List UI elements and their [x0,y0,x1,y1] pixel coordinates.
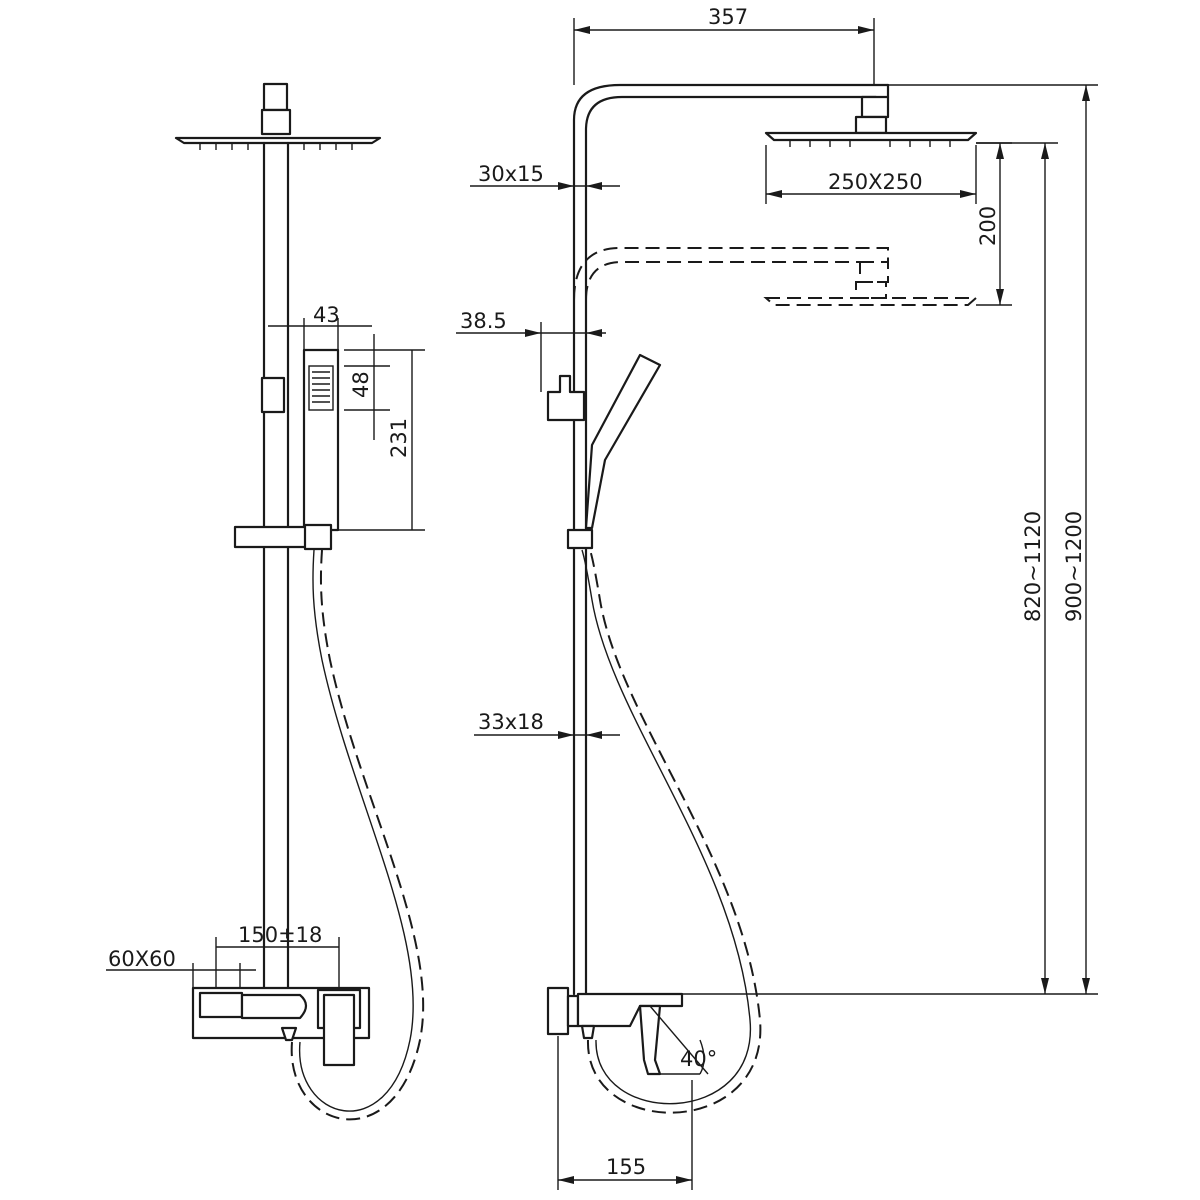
mixer-lever [322,993,356,1067]
lowered-connector [859,261,889,283]
hand-shower-face [308,365,334,411]
dim-text-200: 200 [976,206,1000,246]
shower-arm-outer [572,83,890,996]
head-side-nozzles [789,141,951,147]
dim-text-155: 155 [606,1155,646,1179]
dim-155: 155 [557,1036,693,1190]
side-hose-inner [581,549,751,1105]
head-side-plate [764,131,978,142]
lowered-joint [855,281,887,299]
dim-60x60: 60X60 [106,947,256,988]
hose [290,549,425,1121]
head-swivel [260,108,292,136]
head-ball-joint [854,115,888,135]
dim-357: 357 [573,5,875,85]
dim-text-820-1120: 820~1120 [1021,511,1045,622]
dim-48: 48 [344,334,390,440]
dim-text-231: 231 [387,418,411,458]
dim-200: 200 [976,142,1012,306]
side-escutcheon [546,986,570,1036]
angle-arc [699,1039,705,1075]
hose-inner [299,549,414,1112]
side-wall-nut [566,994,580,1028]
angle-ray-1 [649,1005,709,1075]
dim-text-150: 150±18 [238,923,322,947]
side-mixer-body [576,992,684,1028]
shower-arm-inner [584,95,878,996]
dim-43: 43 [268,303,372,350]
dim-text-33x18: 33x18 [478,710,544,734]
mixer-body [240,993,308,1020]
side-holder [546,374,586,422]
side-slider [566,528,594,550]
dim-text-60x60: 60X60 [108,947,176,971]
dim-30x15: 30x15 [470,162,620,190]
dim-text-38-5: 38.5 [460,309,507,333]
hose-nut [303,523,333,551]
hand-shower-nozzles [312,371,330,403]
head-nozzles [199,144,353,150]
dim-231: 231 [330,349,425,531]
dim-150: 150±18 [215,923,340,988]
side-hose [586,549,762,1114]
front-view: 43 48 231 150±18 60X60 [106,82,425,1121]
lowered-arm-outer [573,247,889,301]
side-hose-outlet [580,1024,596,1040]
pipe-holder [260,376,286,414]
side-lever [638,1004,662,1076]
arm-connector [860,95,890,119]
hose-outlet [280,1026,298,1042]
head-connector [262,82,289,112]
overhead-shower-plate [174,136,382,145]
dim-38-5: 38.5 [456,309,606,392]
dim-text-900-1200: 900~1200 [1062,511,1086,622]
lowered-head-plate [763,297,979,306]
dim-text-250x250: 250X250 [828,170,923,194]
left-escutcheon [198,991,244,1019]
lowered-arm-inner [585,261,876,301]
dim-33x18: 33x18 [474,710,620,739]
side-hand-shower [584,353,662,530]
dim-text-43: 43 [313,303,340,327]
dim-250x250: 250X250 [765,145,977,204]
dim-text-48: 48 [349,371,373,398]
dim-text-40: 40° [680,1047,717,1071]
dim-text-30x15: 30x15 [478,162,544,186]
dim-820-1120: 820~1120 [976,142,1058,994]
dim-900-1200: 900~1200 [888,84,1098,994]
dim-text-357: 357 [708,5,748,29]
side-view: 40° 357 250X250 200 30x15 [456,5,1098,1190]
